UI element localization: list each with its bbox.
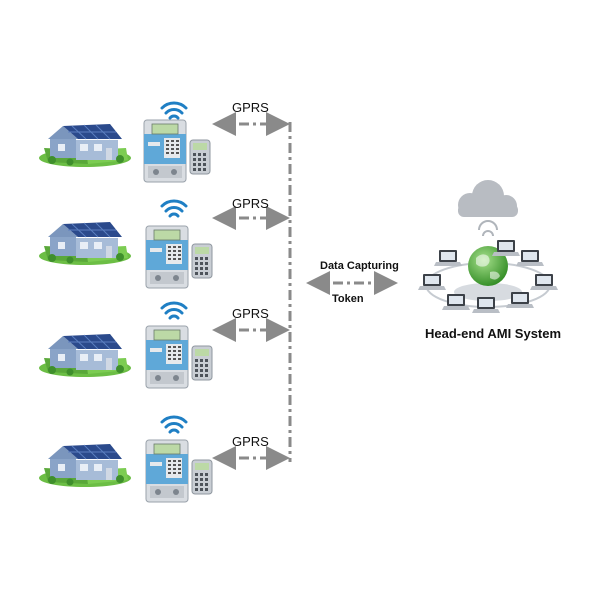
gprs-label-2: GPRS [232, 196, 269, 211]
cloud-icon [458, 180, 518, 217]
smart-meter-icon [145, 325, 189, 389]
smart-meter-icon [145, 225, 189, 289]
house-icon [38, 221, 132, 266]
computer-icon [434, 250, 462, 266]
globe-base [454, 283, 522, 301]
head-end-ami-system [418, 180, 558, 313]
computer-icon [516, 250, 544, 266]
computer-icon [418, 274, 446, 290]
gprs-label-1: GPRS [232, 100, 269, 115]
wifi-icon [160, 415, 188, 434]
data-capturing-label: Data Capturing [320, 260, 399, 272]
site-row-4 [38, 415, 213, 503]
house-icon [38, 333, 132, 378]
keypad-icon [191, 459, 213, 495]
wifi-icon [160, 101, 188, 120]
keypad-icon [191, 243, 213, 279]
gprs-label-3: GPRS [232, 306, 269, 321]
head-end-title: Head-end AMI System [425, 326, 562, 341]
site-row-3 [38, 301, 213, 389]
wifi-icon [160, 301, 188, 320]
site-row-2 [38, 199, 213, 289]
gprs-label-4: GPRS [232, 434, 269, 449]
smart-meter-icon [143, 119, 187, 183]
gprs-links [212, 112, 398, 470]
keypad-icon [189, 139, 211, 175]
house-icon [38, 123, 132, 168]
site-row-1 [38, 101, 211, 183]
computer-icon [530, 274, 558, 290]
smart-meter-icon [145, 439, 189, 503]
token-label: Token [332, 293, 364, 305]
house-icon [38, 443, 132, 488]
signal-icon [478, 220, 498, 237]
wifi-icon [160, 199, 188, 218]
keypad-icon [191, 345, 213, 381]
